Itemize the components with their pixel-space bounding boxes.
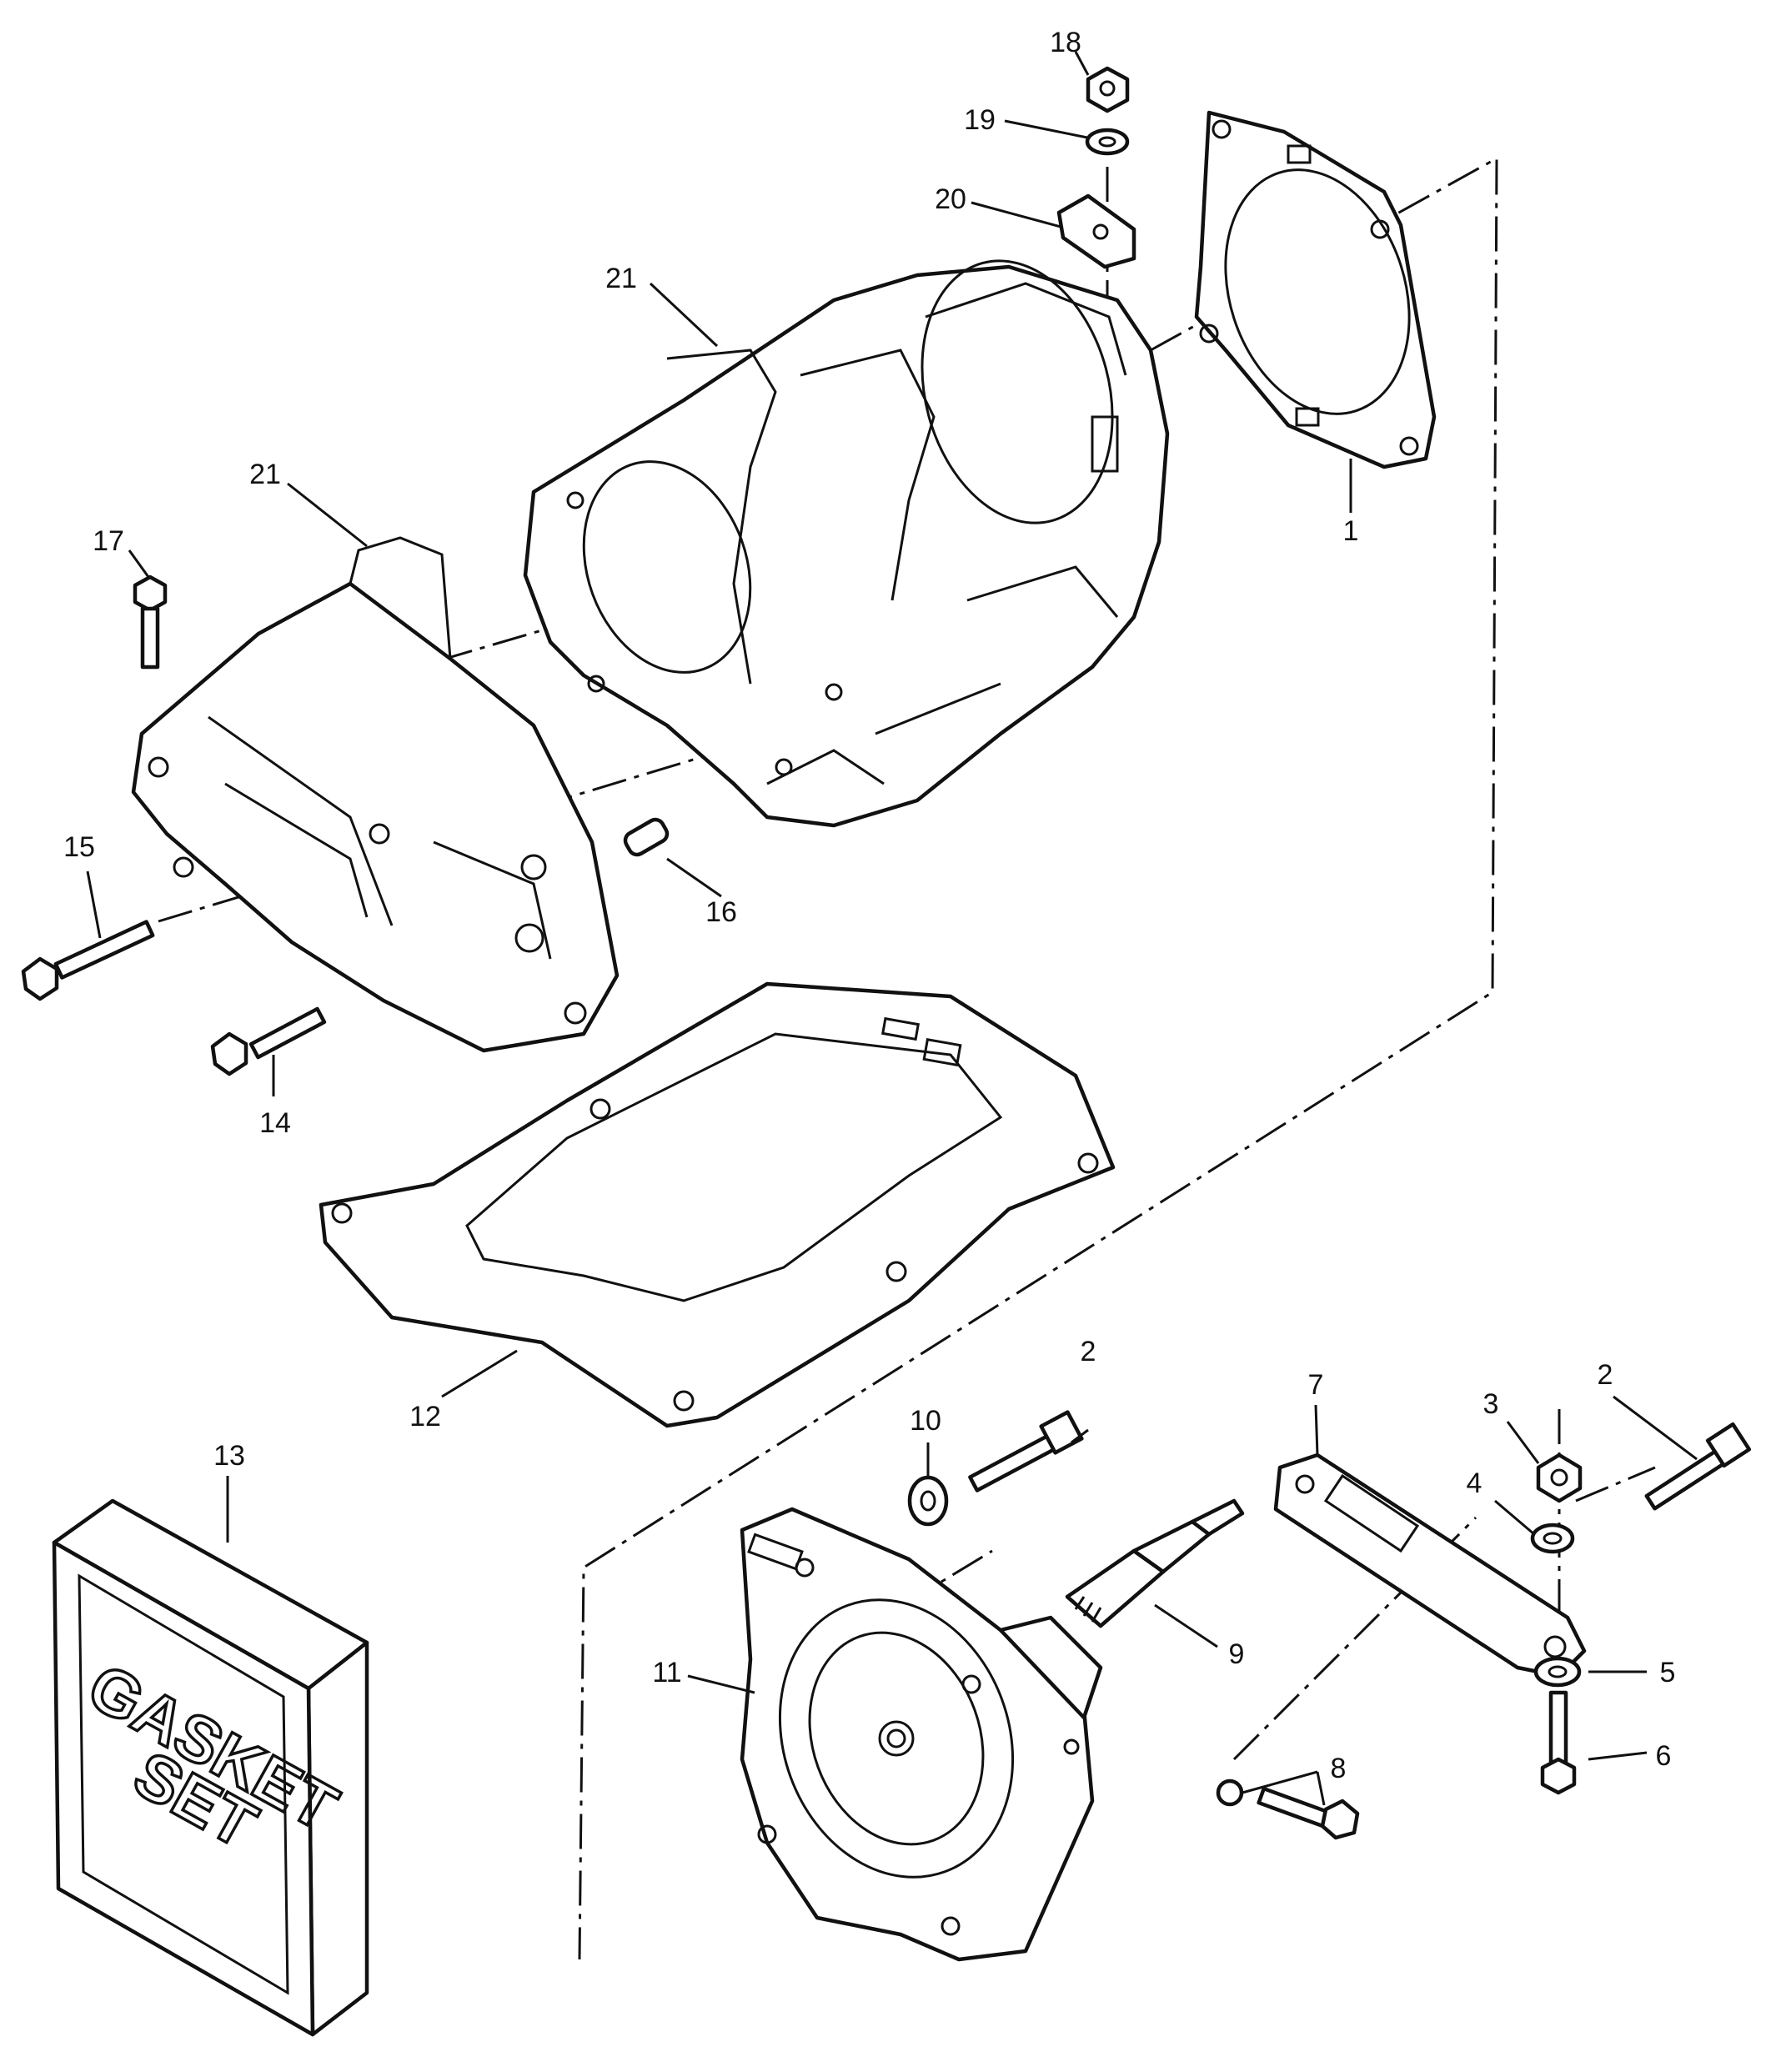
part-3-nut	[1536, 1452, 1583, 1503]
part-21-crankcase	[131, 536, 620, 1053]
callout-12: 12	[409, 1401, 441, 1432]
part-9-temperature-sender	[1065, 1498, 1245, 1628]
callout-14: 14	[259, 1107, 291, 1139]
part-16-dowel-pin	[623, 817, 670, 857]
part-4-lock-washer	[1530, 1523, 1575, 1554]
callout-1: 1	[1343, 515, 1359, 547]
callout-8: 8	[1331, 1753, 1347, 1784]
part-20-clamp	[1056, 193, 1136, 269]
callout-7: 7	[1308, 1369, 1324, 1401]
part-8-screw-lockwasher	[1216, 1779, 1360, 1840]
callout-20: 20	[935, 183, 966, 215]
part-1-head-gasket	[1194, 110, 1437, 469]
part-5-washer	[1533, 1656, 1582, 1688]
callout-5: 5	[1660, 1657, 1676, 1688]
part-13-gasket-set-box: GASKET SET	[52, 1498, 369, 2037]
callout-2-left: 2	[1081, 1336, 1096, 1367]
callout-19: 19	[964, 104, 996, 136]
callout-9: 9	[1229, 1638, 1245, 1670]
callout-4: 4	[1467, 1467, 1482, 1499]
callout-numbers: 1 2 2 3 4 5 6 7 8 9 10 11 12 13 14 15 16…	[63, 27, 1675, 1784]
callout-2-right: 2	[1598, 1359, 1613, 1391]
part-18-nut	[1086, 66, 1130, 113]
part-14-screw	[210, 1006, 327, 1076]
part-19-washer	[1085, 128, 1130, 156]
callout-11: 11	[652, 1657, 681, 1688]
callout-10: 10	[910, 1405, 941, 1437]
part-15-screw	[21, 920, 155, 1001]
part-17-screw	[133, 574, 168, 670]
callout-3: 3	[1483, 1388, 1499, 1420]
callout-18: 18	[1050, 27, 1081, 58]
part-21-cylinder-block	[523, 259, 1170, 828]
callout-21-crankcase: 21	[249, 459, 281, 490]
callout-21-cylinder: 21	[605, 263, 637, 294]
part-2-screw-left	[968, 1410, 1084, 1493]
callout-15: 15	[63, 831, 95, 863]
callout-6: 6	[1656, 1740, 1672, 1772]
part-2-screw-right	[1644, 1422, 1752, 1511]
part-12-base-gasket	[319, 981, 1116, 1428]
part-6-screw	[1540, 1690, 1577, 1795]
leader-lines	[86, 51, 1698, 1806]
callout-17: 17	[93, 525, 124, 557]
callout-13: 13	[213, 1440, 245, 1472]
part-11-thermostat-housing	[740, 1507, 1103, 1962]
part-10-washer	[907, 1475, 949, 1527]
callout-16: 16	[705, 896, 737, 928]
